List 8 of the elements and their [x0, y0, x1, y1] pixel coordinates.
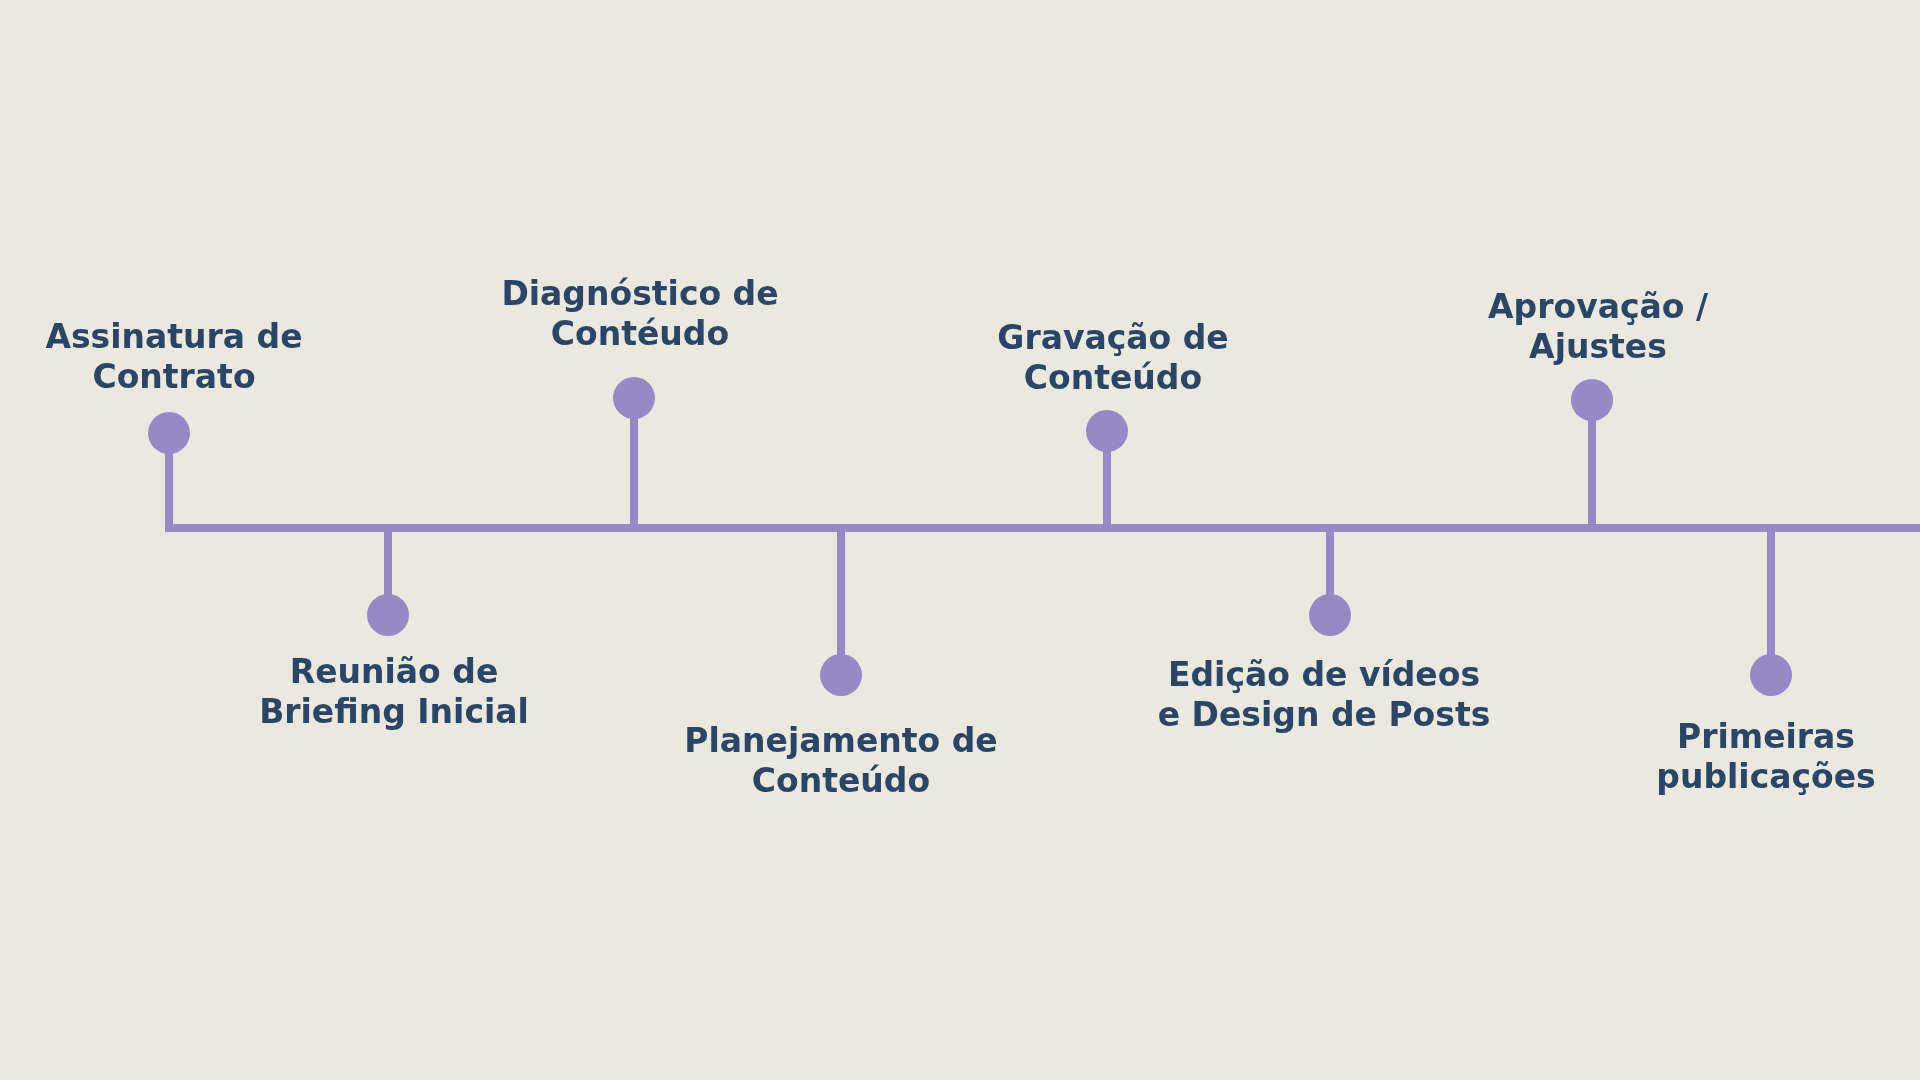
milestone-label: Primeiras publicações — [1601, 717, 1920, 797]
milestone-label: Gravação de Conteúdo — [948, 318, 1278, 398]
milestone-label: Edição de vídeos e Design de Posts — [1157, 655, 1491, 735]
milestone-label: Reunião de Briefing Inicial — [229, 652, 559, 732]
milestone-label: Assinatura de Contrato — [9, 317, 339, 397]
milestone-label: Planejamento de Conteúdo — [676, 721, 1006, 801]
milestone-label: Diagnóstico de Contéudo — [460, 274, 820, 354]
milestone-label: Aprovação / Ajustes — [1433, 287, 1763, 367]
